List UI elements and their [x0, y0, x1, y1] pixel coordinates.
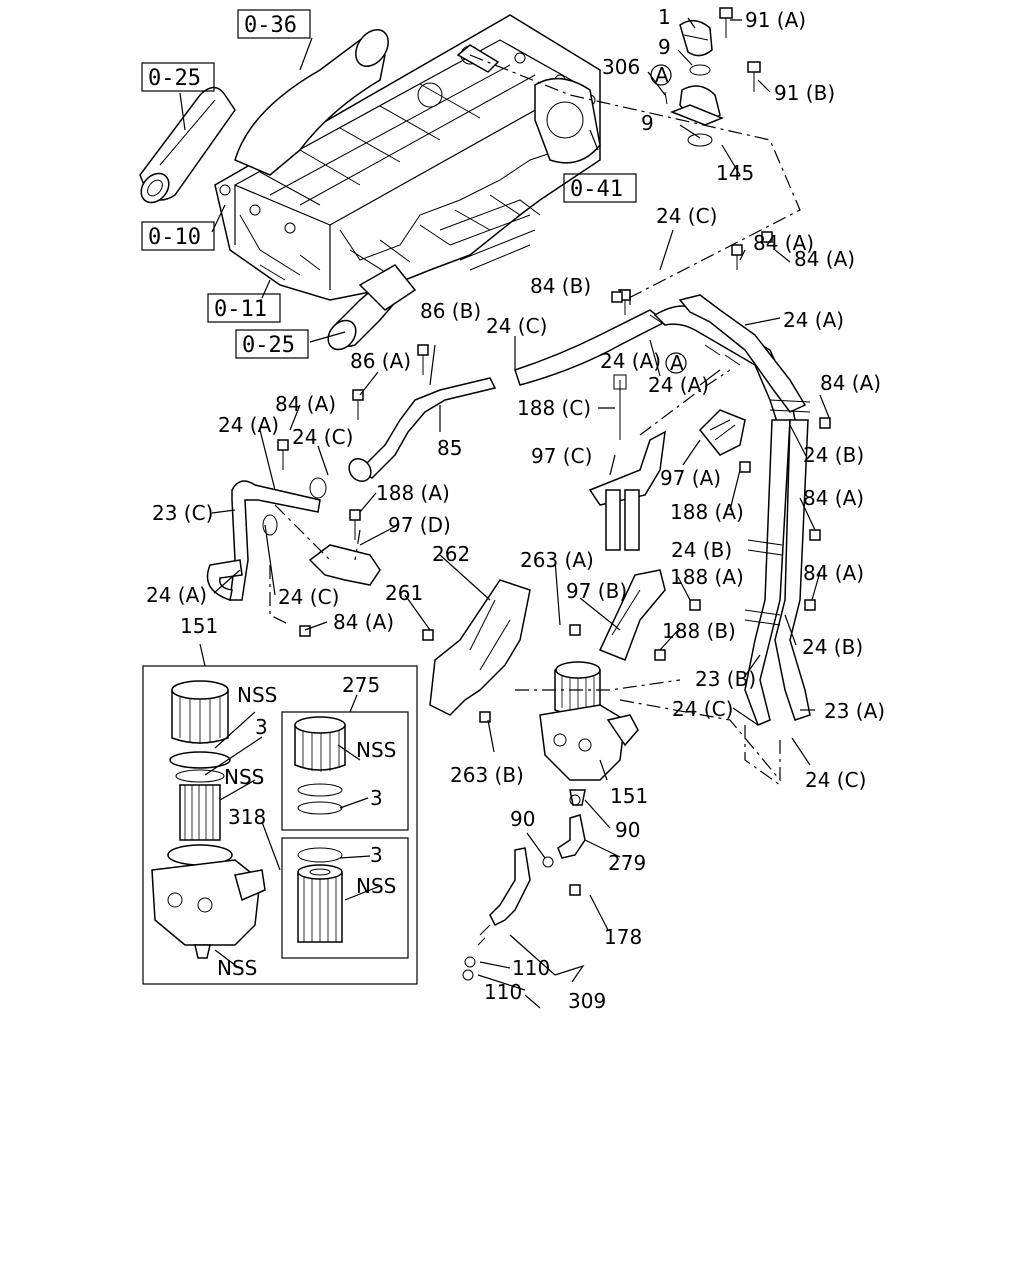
label-box-318[interactable]: 318 [228, 805, 266, 829]
ref-label-0-36[interactable]: 0-36 [244, 13, 297, 38]
circle-marker-a-2: A [670, 351, 684, 375]
fuel-filter-center [539, 661, 639, 806]
label-part-24b-2[interactable]: 24 (B) [671, 538, 732, 562]
label-part-9-top[interactable]: 9 [658, 35, 671, 59]
label-part-188a-1[interactable]: 188 (A) [376, 481, 450, 505]
ref-box-0-36[interactable] [237, 9, 311, 39]
label-part-309[interactable]: 309 [568, 989, 606, 1013]
label-part-151[interactable]: 151 [180, 614, 218, 638]
label-part-306[interactable]: 306 [602, 55, 640, 79]
label-part-24c-left[interactable]: 24 (C) [292, 425, 353, 449]
part-labels: 1 91 (A) 9 306 91 (B) 9 145 24 (C) 84 (A… [146, 5, 885, 1013]
reference-boxes: 0-36 0-25 0-10 0-11 0-25 0-41 [141, 9, 637, 359]
label-part-263b[interactable]: 263 (B) [450, 763, 524, 787]
label-part-151-center[interactable]: 151 [610, 784, 648, 808]
label-box-3-b[interactable]: 3 [370, 786, 383, 810]
label-part-23c[interactable]: 23 (C) [152, 501, 213, 525]
label-box-nss-4[interactable]: NSS [356, 738, 396, 762]
label-part-97b[interactable]: 97 (B) [566, 579, 627, 603]
label-box-nss-2[interactable]: NSS [224, 765, 264, 789]
ref-label-0-10[interactable]: 0-10 [148, 225, 201, 250]
ref-label-0-25-top[interactable]: 0-25 [148, 66, 201, 91]
label-part-110-lower[interactable]: 110 [484, 980, 522, 1004]
drain-pipes [462, 794, 586, 981]
label-part-84a-5[interactable]: 84 (A) [803, 486, 864, 510]
label-part-84a-7[interactable]: 84 (A) [333, 610, 394, 634]
thermostat-housing [664, 7, 761, 147]
ref-label-0-11[interactable]: 0-11 [214, 297, 267, 322]
label-part-97c[interactable]: 97 (C) [531, 444, 592, 468]
ref-box-0-25-bottom[interactable] [235, 329, 309, 359]
label-part-145[interactable]: 145 [716, 161, 754, 185]
coolant-hoses [206, 294, 811, 726]
ref-label-0-41[interactable]: 0-41 [570, 177, 623, 202]
label-part-24c-right-2[interactable]: 24 (C) [805, 768, 866, 792]
label-part-279[interactable]: 279 [608, 851, 646, 875]
label-part-90-left[interactable]: 90 [510, 807, 535, 831]
label-part-85[interactable]: 85 [437, 436, 462, 460]
label-part-24c-lower-left[interactable]: 24 (C) [278, 585, 339, 609]
label-part-84a-1[interactable]: 84 (A) [753, 231, 814, 255]
label-part-9-bottom[interactable]: 9 [641, 111, 654, 135]
label-box-275[interactable]: 275 [342, 673, 380, 697]
label-part-23b[interactable]: 23 (B) [695, 667, 756, 691]
label-part-188a-2[interactable]: 188 (A) [670, 500, 744, 524]
label-part-1[interactable]: 1 [658, 5, 671, 29]
label-part-97a[interactable]: 97 (A) [660, 466, 721, 490]
label-part-84b[interactable]: 84 (B) [530, 274, 591, 298]
label-part-24a-lower-left[interactable]: 24 (A) [146, 583, 207, 607]
label-part-110-upper[interactable]: 110 [512, 956, 550, 980]
label-box-3-c[interactable]: 3 [370, 843, 383, 867]
ref-box-0-25-top[interactable] [141, 62, 215, 92]
label-part-261[interactable]: 261 [385, 581, 423, 605]
label-box-3-a[interactable]: 3 [255, 715, 268, 739]
label-part-91b[interactable]: 91 (B) [774, 81, 835, 105]
label-part-24c-2[interactable]: 24 (C) [486, 314, 547, 338]
label-part-188a-3[interactable]: 188 (A) [670, 565, 744, 589]
ref-box-0-41[interactable] [563, 173, 637, 203]
label-part-263a[interactable]: 263 (A) [520, 548, 594, 572]
inset-box-151 [142, 665, 418, 985]
ref-label-0-25-bottom[interactable]: 0-25 [242, 333, 295, 358]
label-part-188b[interactable]: 188 (B) [662, 619, 736, 643]
label-box-nss-3[interactable]: NSS [217, 956, 257, 980]
label-part-262[interactable]: 262 [432, 542, 470, 566]
label-part-84a-4[interactable]: 84 (A) [275, 392, 336, 416]
label-part-178[interactable]: 178 [604, 925, 642, 949]
circle-marker-a-1: A [655, 63, 669, 87]
label-part-97d[interactable]: 97 (D) [388, 513, 451, 537]
label-part-91a[interactable]: 91 (A) [745, 8, 806, 32]
label-part-84a-3[interactable]: 84 (A) [820, 371, 881, 395]
circle-markers: A A [650, 63, 687, 375]
ref-box-0-11[interactable] [207, 293, 281, 323]
label-part-86b[interactable]: 86 (B) [420, 299, 481, 323]
label-part-86a[interactable]: 86 (A) [350, 349, 411, 373]
label-part-84a-2[interactable]: 84 (A) [794, 247, 855, 271]
engine-assembly [139, 14, 601, 351]
label-part-23a[interactable]: 23 (A) [824, 699, 885, 723]
label-part-24a-middle[interactable]: 24 (A) [600, 349, 661, 373]
label-box-nss-1[interactable]: NSS [237, 683, 277, 707]
label-part-24b-1[interactable]: 24 (B) [803, 443, 864, 467]
label-part-24c-right-1[interactable]: 24 (C) [672, 697, 733, 721]
label-part-24a-middle-2[interactable]: 24 (A) [648, 373, 709, 397]
label-part-84a-6[interactable]: 84 (A) [803, 561, 864, 585]
label-part-24a-left[interactable]: 24 (A) [218, 413, 279, 437]
label-box-nss-5[interactable]: NSS [356, 874, 396, 898]
label-part-24b-3[interactable]: 24 (B) [802, 635, 863, 659]
label-part-188c[interactable]: 188 (C) [517, 396, 591, 420]
label-part-24a-right[interactable]: 24 (A) [783, 308, 844, 332]
brackets [277, 231, 831, 896]
ref-box-0-10[interactable] [141, 221, 215, 251]
alignment-lines [269, 54, 801, 786]
label-part-90-right[interactable]: 90 [615, 818, 640, 842]
label-part-24c-top[interactable]: 24 (C) [656, 204, 717, 228]
